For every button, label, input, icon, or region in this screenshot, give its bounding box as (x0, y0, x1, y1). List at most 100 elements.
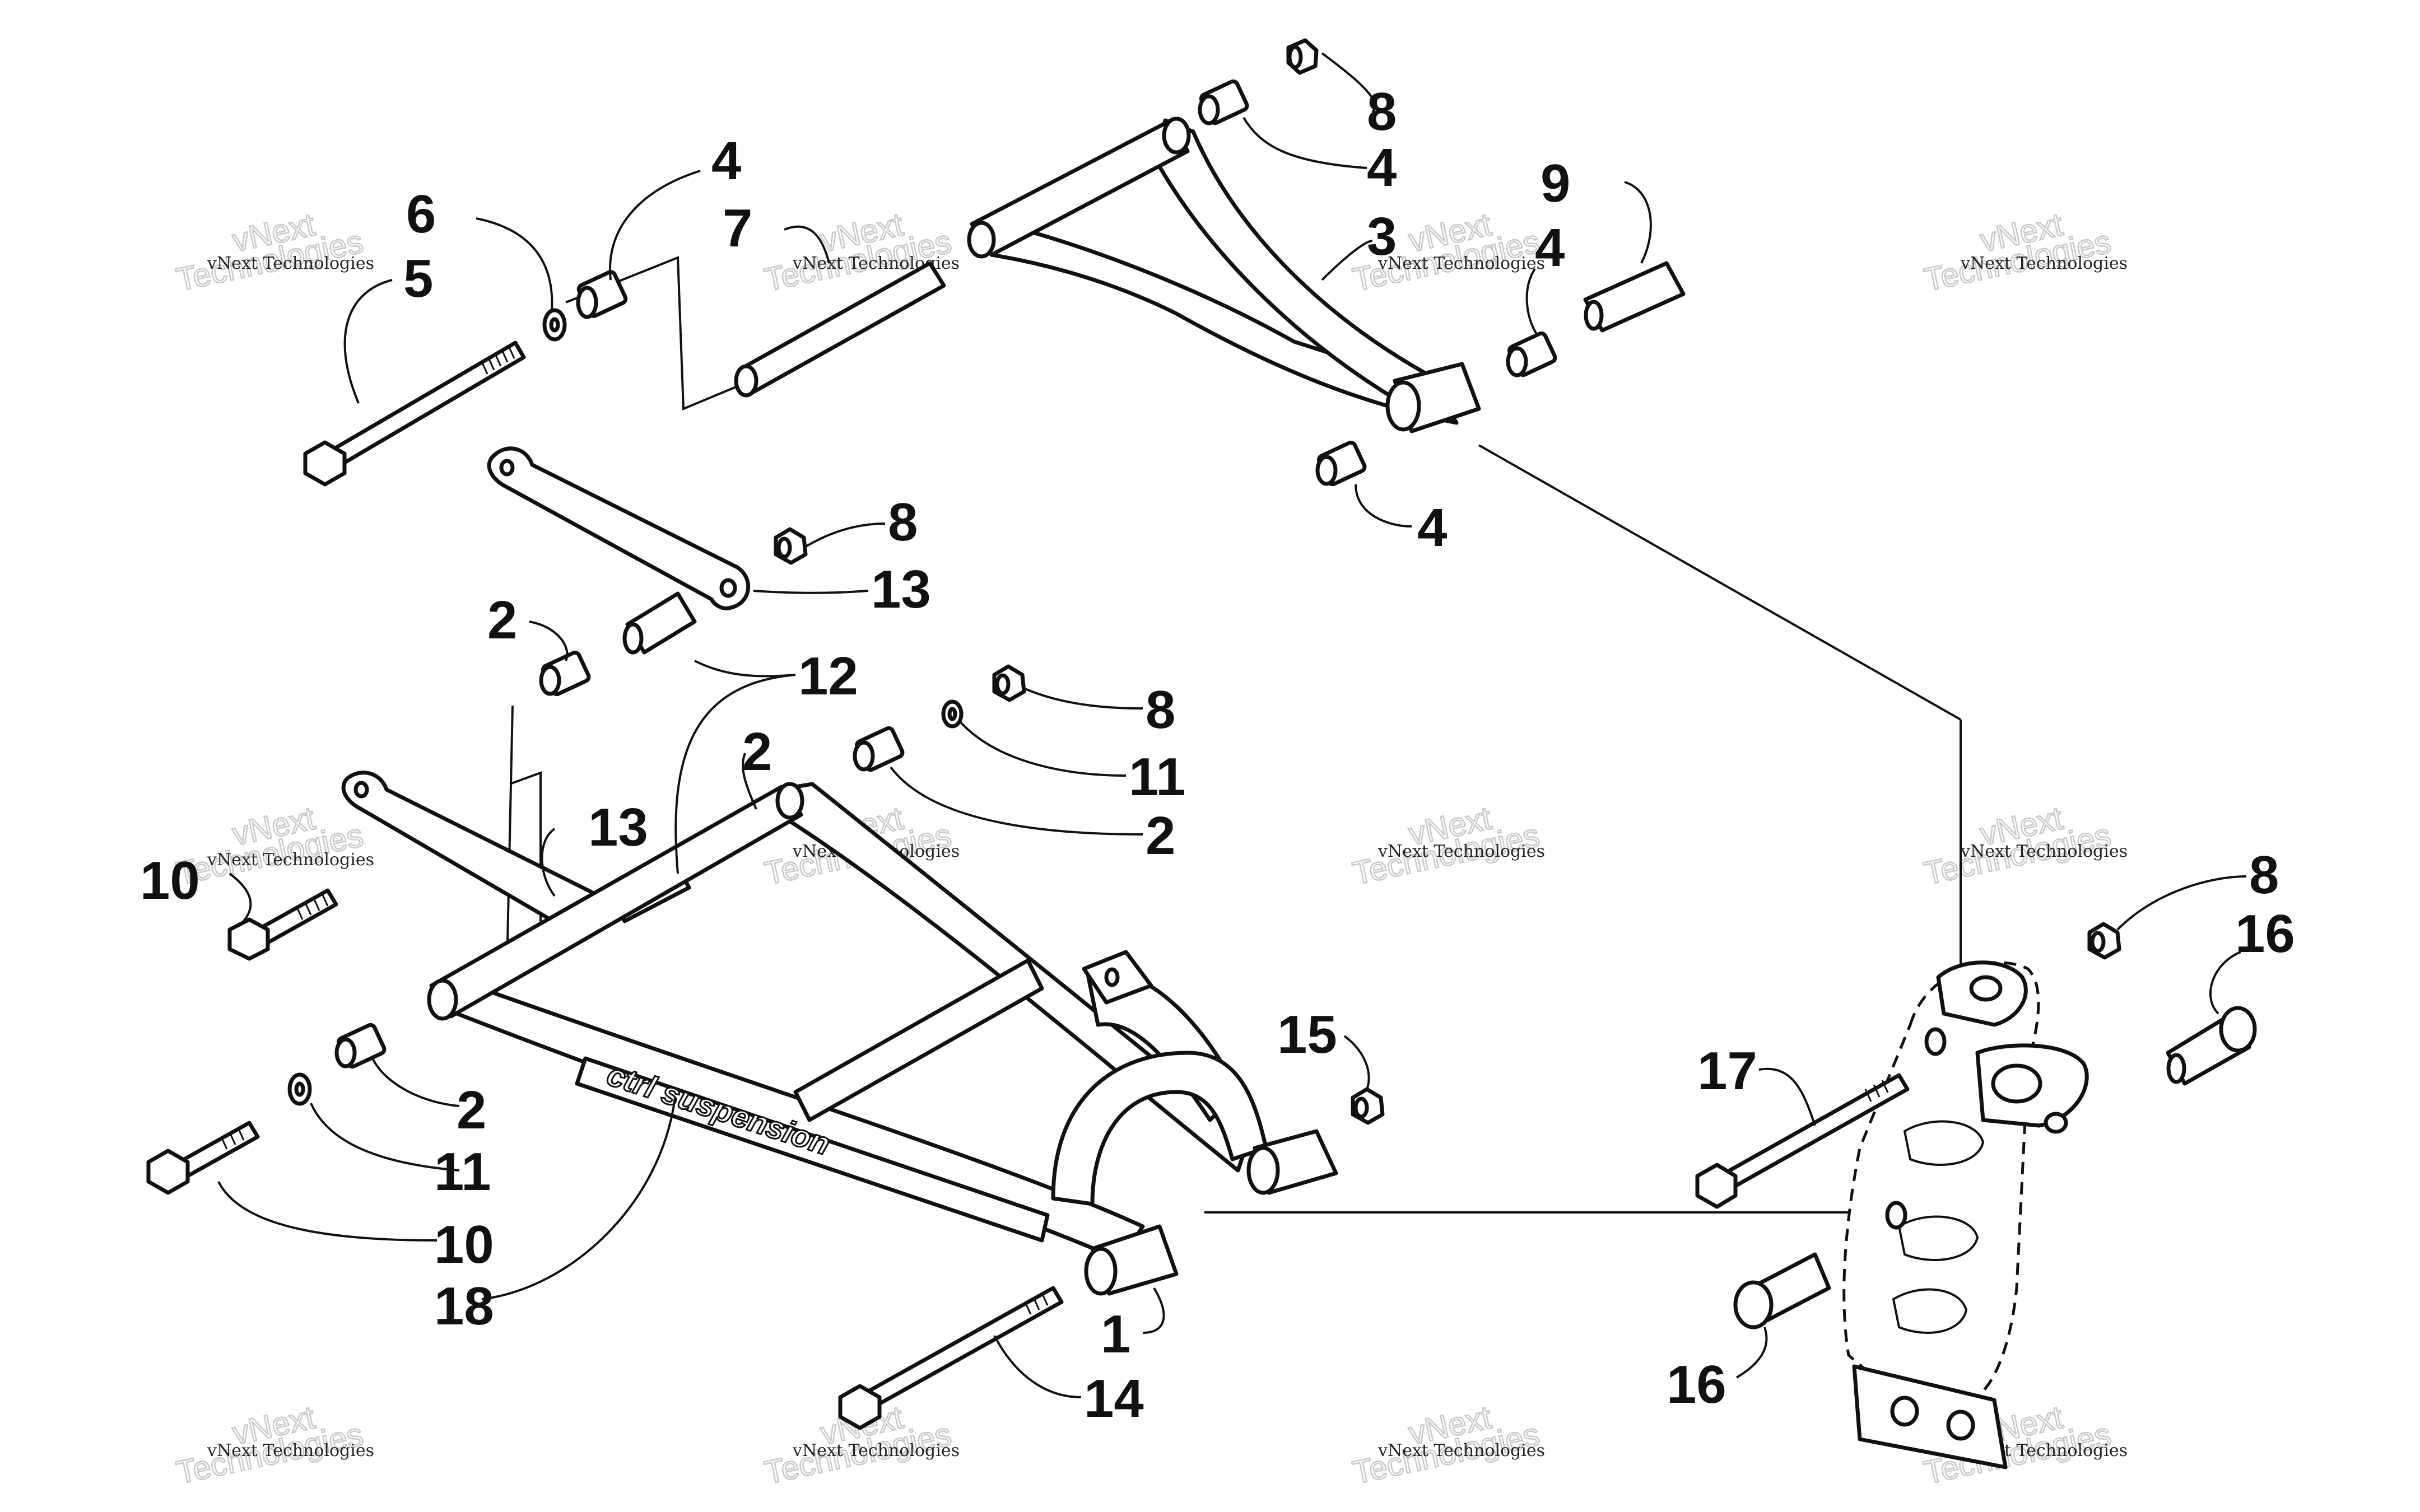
leader-10-left (229, 872, 252, 925)
spindle-tie-rod-boss (1991, 1063, 2042, 1104)
lower-arm-pivot-end-front (427, 978, 458, 1021)
bushing-link-left (539, 650, 591, 697)
spindle-upper-pivot-hole (1924, 1027, 1947, 1056)
nut-lower-right (1351, 1087, 1385, 1125)
callout-8-link: 8 (888, 492, 918, 552)
leader-4-left (608, 170, 701, 281)
callout-6: 6 (406, 184, 436, 244)
leader-13-lower (541, 828, 556, 897)
leader-8-spindle (2116, 875, 2247, 931)
lower-arm-pivot-end-rear (775, 782, 804, 820)
leader-10-front (217, 1181, 438, 1242)
upper-link-hole-b (719, 578, 737, 598)
washer-lower-left (287, 1072, 312, 1106)
watermark-5: Technologies vNext vNext Technologies (173, 799, 374, 893)
nut-upper (1286, 38, 1319, 75)
svg-text:vNext Technologies: vNext Technologies (792, 1441, 960, 1460)
spindle-ski-mount-hole-left (1890, 1396, 1919, 1427)
leader-8-lower (1025, 688, 1143, 710)
svg-text:vNext Technologies: vNext Technologies (1960, 842, 2128, 861)
upper-arm-front-tube (989, 219, 1459, 425)
callout-10-front: 10 (434, 1215, 494, 1275)
bolt-lower-front (146, 1121, 260, 1195)
svg-text:vNext Technologies: vNext Technologies (1960, 254, 2128, 273)
upper-link-bar (487, 446, 751, 610)
svg-text:vNext Technologies: vNext Technologies (207, 254, 374, 273)
spindle (1842, 960, 2089, 1469)
spindle-hardware (1695, 922, 2257, 1329)
bushing-lower-top (853, 726, 905, 772)
callout-8-lower: 8 (1146, 680, 1175, 740)
callout-16-bottom: 16 (1667, 1355, 1726, 1415)
spindle-tie-rod-nut (2044, 1112, 2068, 1134)
bolt-lower-long (838, 1286, 1064, 1430)
callout-10-left: 10 (140, 851, 200, 911)
callout-4-left: 4 (711, 131, 741, 191)
lower-hardware (146, 664, 1385, 1430)
callout-11-top: 11 (1129, 747, 1185, 807)
bushing-upper-left (576, 270, 628, 319)
callout-13-top: 13 (871, 559, 931, 619)
bolt-lower-left (227, 888, 338, 961)
callout-1: 1 (1101, 1304, 1130, 1364)
svg-text:vNext Technologies: vNext Technologies (207, 850, 374, 870)
leader-13-top (753, 590, 869, 594)
leader-4-bottom (1355, 484, 1412, 528)
spindle-lower-hole (1885, 1201, 1907, 1230)
leader-14 (993, 1335, 1082, 1398)
lower-arm-cross-brace (793, 958, 1044, 1122)
leader-5 (343, 279, 393, 404)
bushing-spindle-upper (2166, 1006, 2257, 1086)
callout-9: 9 (1541, 153, 1570, 213)
callout-2-left: 2 (457, 1080, 486, 1140)
callout-14: 14 (1084, 1369, 1144, 1429)
nut-lower (992, 664, 1026, 702)
leader-11-top (960, 721, 1127, 777)
spindle-ski-mount (1852, 1364, 2008, 1469)
spacer-link-upper (622, 591, 697, 655)
pivot-shaft-end (734, 364, 758, 398)
spindle-pocket-3 (1892, 1288, 1968, 1334)
spindle-ski-mount-hole-right (1946, 1410, 1975, 1441)
callout-5: 5 (403, 249, 433, 309)
leader-17 (1758, 1067, 1816, 1126)
upper-arm-pivot-end-rear (1162, 116, 1191, 155)
callout-4-right: 4 (1535, 218, 1565, 278)
upper-axis-line-left (565, 256, 751, 410)
lower-arm-hoop (1051, 1051, 1268, 1206)
leader-lines (217, 52, 2247, 1398)
upper-ball-joint-end (1385, 380, 1421, 432)
lower-arm-tab-hole (1104, 967, 1120, 987)
leader-4-top (1242, 116, 1367, 169)
callout-8-top: 8 (1367, 82, 1397, 142)
bushing-upper-top (1198, 79, 1249, 125)
washer-lower-top (941, 699, 964, 729)
callout-18: 18 (434, 1276, 494, 1336)
leader-2-top (529, 620, 569, 661)
leader-2-left (371, 1058, 460, 1107)
svg-text:vNext Technologies: vNext Technologies (207, 1441, 374, 1460)
pivot-shaft (734, 261, 946, 398)
lower-a-arm: ctrl suspension (427, 782, 1338, 1296)
spindle-pocket-2 (1897, 1215, 1979, 1261)
bushing-spindle-lower (1733, 1252, 1831, 1329)
callout-4-bottom: 4 (1417, 498, 1447, 558)
leader-7 (784, 225, 830, 264)
leader-3 (1321, 240, 1373, 281)
sleeve-upper-right (1583, 261, 1686, 333)
leader-1 (1142, 1287, 1165, 1334)
nut-spindle (2087, 922, 2121, 960)
bushing-upper-bottom (1315, 440, 1367, 487)
bushing-upper-right (1506, 331, 1557, 377)
watermark-8: Technologies vNext vNext Technologies (1920, 799, 2128, 893)
leader-15 (1343, 1035, 1370, 1090)
watermark-7: Technologies vNext vNext Technologies (1349, 799, 1545, 893)
leader-12-upper (694, 660, 796, 678)
upper-axis-line-right (1478, 444, 1961, 721)
leader-16-bottom (1735, 1327, 1768, 1379)
svg-text:vNext Technologies: vNext Technologies (1377, 842, 1545, 861)
lower-ball-joint-end (1246, 1146, 1280, 1195)
leader-8-top (1321, 52, 1376, 113)
washer-upper (542, 308, 567, 342)
